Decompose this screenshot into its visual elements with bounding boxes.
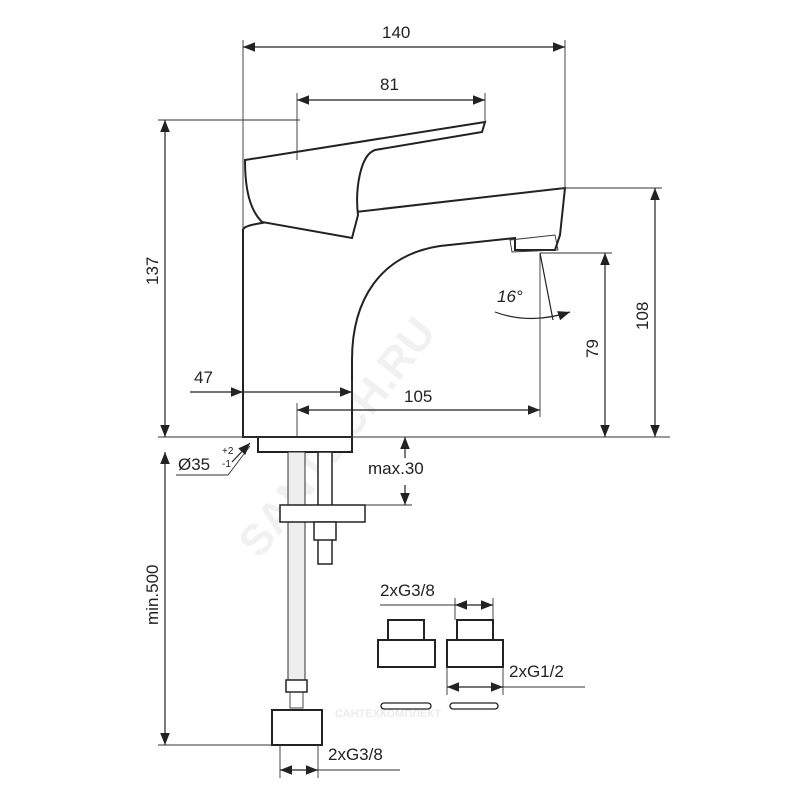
label-tol-plus: +2 — [222, 446, 234, 457]
label-108: 108 — [633, 302, 652, 330]
label-min500: min.500 — [143, 565, 162, 625]
label-140: 140 — [382, 23, 410, 42]
adapters — [377, 619, 504, 710]
dimension-lines — [160, 42, 660, 775]
label-hose-thread: 2xG3/8 — [328, 745, 383, 764]
label-105: 105 — [404, 387, 432, 406]
label-tol-minus: -1 — [222, 459, 231, 470]
label-137: 137 — [143, 257, 162, 285]
label-adapter-bottom: 2xG1/2 — [509, 662, 564, 681]
watermark-bottom: САНТЕХКОМПЛЕКТ — [335, 708, 441, 720]
label-79: 79 — [583, 339, 602, 358]
label-81: 81 — [380, 75, 399, 94]
label-diameter: Ø35 — [178, 455, 210, 474]
label-16deg: 16° — [497, 287, 523, 306]
label-max30: max.30 — [368, 459, 424, 478]
label-adapter-top: 2xG3/8 — [380, 581, 435, 600]
mounting-rod — [279, 451, 366, 565]
label-47: 47 — [194, 368, 213, 387]
